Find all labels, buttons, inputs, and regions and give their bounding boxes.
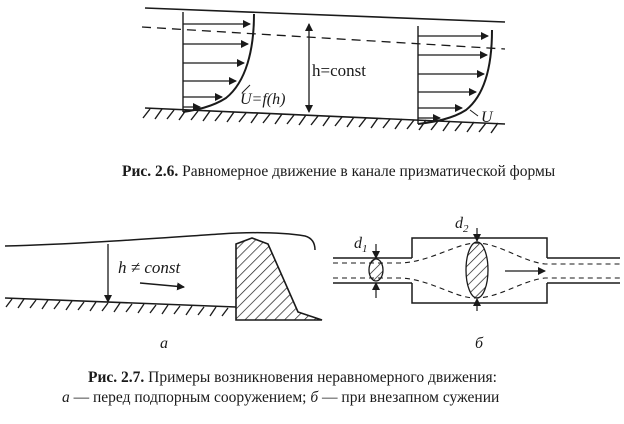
section-d1 <box>368 258 384 282</box>
caption-item-a-letter: а <box>62 389 70 406</box>
label-h-const: h=const <box>312 61 366 80</box>
caption-fig-2-7-number: Рис. 2.7. <box>88 369 145 386</box>
backwater-bed-hatching <box>5 298 229 317</box>
fig-2-7b-contraction: d1 d2 б <box>333 215 620 352</box>
label-u-fh: U=f(h) <box>240 91 285 108</box>
weir-structure <box>235 237 323 321</box>
backwater-surface <box>4 231 316 251</box>
water-surface-line <box>144 7 506 23</box>
caption-item-b-text: — при внезапном сужении <box>318 389 500 406</box>
section-d2 <box>465 241 489 299</box>
caption-item-b-letter: б <box>310 389 319 406</box>
backwater-flow-arrow <box>139 282 185 291</box>
backwater-bed <box>4 297 237 308</box>
label-d1: d1 <box>354 235 368 255</box>
channel-bed-line <box>144 107 506 125</box>
velocity-profile-left <box>182 12 255 113</box>
caption-fig-2-7-line1: Рис. 2.7. Примеры возникновения неравном… <box>88 369 497 387</box>
fig-2-7a-backwater: h ≠ const а <box>4 231 323 352</box>
fig-2-6-channel: h=const U=f(h) U <box>141 7 506 134</box>
bed-hatching <box>142 108 499 134</box>
label-a: а <box>160 335 168 352</box>
velocity-profile-right <box>417 26 493 125</box>
caption-fig-2-7-line2: а — перед подпорным сооружением; б — при… <box>62 389 499 407</box>
label-b: б <box>475 335 484 352</box>
energy-dashed-line <box>141 26 506 50</box>
label-d2: d2 <box>455 215 469 235</box>
caption-fig-2-6-number: Рис. 2.6. <box>122 163 179 180</box>
caption-fig-2-7-text: Примеры возникновения неравномерного дви… <box>148 369 497 386</box>
caption-fig-2-6: Рис. 2.6. Равномерное движение в канале … <box>122 163 555 181</box>
leader-u <box>469 109 479 117</box>
caption-fig-2-6-text: Равномерное движение в канале призматиче… <box>182 163 556 180</box>
label-u: U <box>481 109 494 126</box>
caption-item-a-text: — перед подпорным сооружением; <box>69 389 311 406</box>
label-h-neq: h ≠ const <box>118 258 181 277</box>
leader-ufh <box>241 84 251 94</box>
